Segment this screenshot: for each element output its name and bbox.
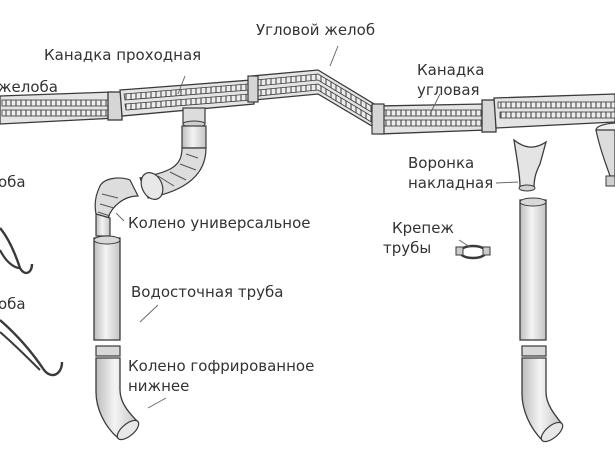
gutter-hooks [0, 227, 64, 377]
label-connector-pass: Канадка проходная [44, 46, 202, 64]
label-elbow-corrugated-2: нижнее [128, 377, 190, 395]
gutter-right-lower [371, 103, 487, 135]
drop-outlet [182, 107, 206, 128]
label-downpipe: Водосточная труба [131, 283, 284, 301]
label-funnel-2: накладная [408, 174, 494, 192]
downpipe-right [519, 197, 547, 341]
label-connector-corner-2: угловая [417, 81, 480, 99]
label-pipe-lower: оба [0, 295, 26, 313]
gutter-right [493, 93, 615, 129]
label-funnel-1: Воронка [408, 154, 475, 172]
label-connector-corner-1: Канадка [417, 61, 485, 79]
elbow-right [521, 345, 564, 443]
funnel-overlay [513, 138, 548, 192]
gutter-middle [119, 79, 255, 117]
label-elbow-corrugated-1: Колено гофрированное [128, 357, 315, 375]
pipe-clamp [455, 244, 491, 260]
label-gutter-left: желоба [0, 78, 58, 96]
label-pipe-clamp-1: Крепеж [392, 219, 454, 237]
label-pipe-clamp-2: трубы [383, 239, 432, 257]
elbow-corrugated [95, 345, 140, 441]
corner-gutter [247, 69, 385, 134]
funnel-cone [595, 122, 615, 187]
label-elbow-universal: Колено универсальное [128, 214, 311, 232]
label-corner-gutter: Угловой желоб [256, 21, 376, 39]
downpipe-left [93, 235, 121, 341]
leader-lines [115, 45, 519, 409]
label-pipe-upper: оба [0, 173, 26, 191]
